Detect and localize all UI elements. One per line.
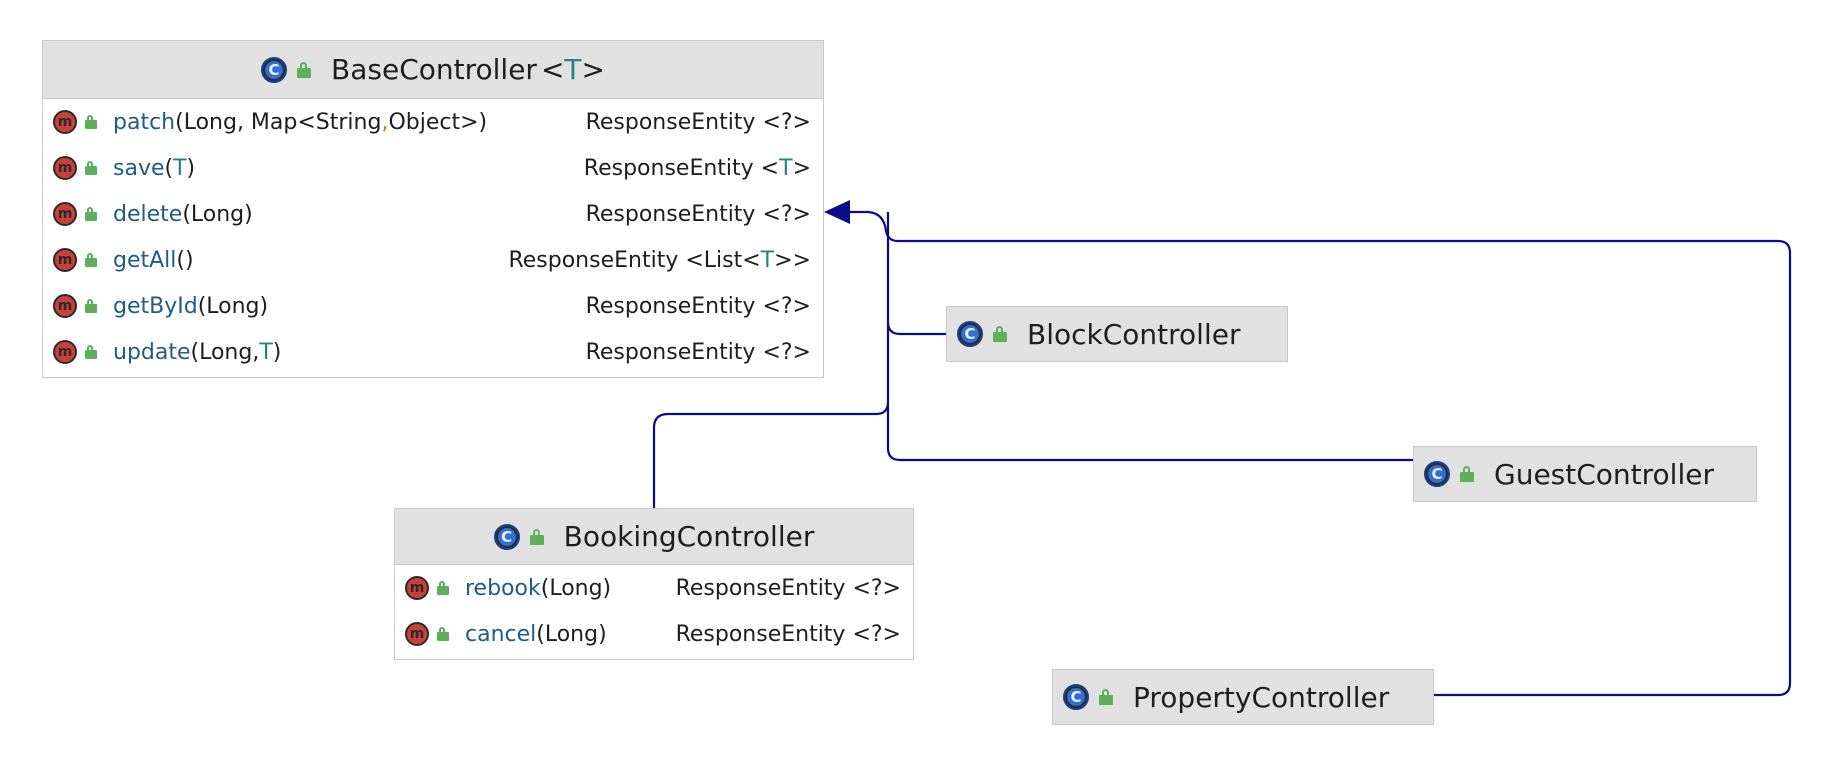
method-return-type: ResponseEntity <?> [585, 339, 811, 365]
method-row-patch[interactable]: m patch(Long, Map<String, Object>) Respo… [43, 99, 823, 145]
method-name: cancel [465, 621, 537, 647]
class-header-guest-controller: C GuestController [1414, 447, 1756, 501]
class-box-base-controller[interactable]: C BaseController<T> m patch(Long, Map<St… [42, 40, 824, 378]
method-params: (Long) [197, 293, 269, 319]
method-row-getall[interactable]: m getAll () ResponseEntity <List<T>> [43, 237, 823, 283]
lock-icon [437, 581, 449, 595]
class-header-block-controller: C BlockController [947, 307, 1287, 361]
lock-icon [1460, 466, 1474, 482]
method-params-close: ) [186, 155, 196, 181]
method-return-type: ResponseEntity <List<T>> [508, 247, 811, 273]
method-return-type: ResponseEntity <?> [585, 109, 811, 135]
method-params: (Long, Map<String [175, 109, 382, 135]
method-name: getAll [113, 247, 177, 273]
class-icon: C [1424, 461, 1450, 487]
method-row-getbyid[interactable]: m getById(Long) ResponseEntity <?> [43, 283, 823, 329]
edge-property-to-base [850, 210, 1792, 697]
method-icon: m [53, 156, 77, 180]
lock-icon [85, 115, 97, 129]
class-box-booking-controller[interactable]: C BookingController m rebook(Long) Respo… [394, 508, 914, 660]
class-name: BaseController [331, 53, 537, 86]
inheritance-arrowhead [824, 200, 850, 224]
method-params-rest: Object>) [388, 109, 488, 135]
class-header-booking-controller: C BookingController [395, 509, 913, 565]
method-params: (Long) [540, 575, 612, 601]
class-name: GuestController [1494, 457, 1714, 491]
class-name: PropertyController [1133, 680, 1390, 714]
method-params: ( [164, 155, 174, 181]
method-params: (Long) [536, 621, 607, 647]
method-icon: m [53, 248, 77, 272]
lock-icon [1099, 689, 1113, 705]
method-params: () [176, 247, 194, 273]
method-param-type: T [259, 339, 273, 365]
method-params: (Long, [190, 339, 260, 365]
method-icon: m [405, 576, 429, 600]
generic-param: T [564, 53, 582, 86]
method-name: patch [113, 109, 176, 135]
lock-icon [85, 207, 97, 221]
class-name: BookingController [563, 520, 815, 553]
method-row-rebook[interactable]: m rebook(Long) ResponseEntity <?> [395, 565, 913, 611]
class-icon: C [957, 321, 983, 347]
method-icon: m [53, 294, 77, 318]
class-box-guest-controller[interactable]: C GuestController [1413, 446, 1757, 502]
method-row-cancel[interactable]: m cancel(Long) ResponseEntity <?> [395, 611, 913, 657]
method-name: rebook [465, 575, 541, 601]
class-box-block-controller[interactable]: C BlockController [946, 306, 1288, 362]
class-icon: C [1063, 684, 1089, 710]
generic-open: < [540, 53, 565, 86]
method-icon: m [53, 340, 77, 364]
edge-block-to-base [886, 321, 946, 336]
method-icon: m [53, 110, 77, 134]
method-icon: m [405, 622, 429, 646]
method-row-save[interactable]: m save(T) ResponseEntity <T> [43, 145, 823, 191]
method-params-comma: , [381, 109, 389, 135]
lock-icon [993, 326, 1007, 342]
class-icon: C [493, 523, 520, 550]
method-return-type: ResponseEntity <?> [675, 621, 901, 647]
method-param-type: T [173, 155, 187, 181]
lock-icon [85, 253, 97, 267]
method-name: update [113, 339, 191, 365]
class-box-property-controller[interactable]: C PropertyController [1052, 669, 1434, 725]
edge-booking-to-base [652, 401, 890, 508]
lock-icon [437, 627, 449, 641]
method-params-close: ) [272, 339, 282, 365]
method-row-delete[interactable]: m delete (Long) ResponseEntity <?> [43, 191, 823, 237]
class-name: BlockController [1027, 317, 1241, 351]
method-name: delete [113, 201, 183, 227]
class-header-base-controller: C BaseController<T> [43, 41, 823, 99]
lock-icon [85, 345, 97, 359]
method-return-type: ResponseEntity <?> [585, 293, 811, 319]
lock-icon [85, 299, 97, 313]
method-return-type: ResponseEntity <T> [583, 155, 811, 181]
class-header-property-controller: C PropertyController [1053, 670, 1433, 724]
method-return-type: ResponseEntity <?> [675, 575, 901, 601]
method-name: getById [113, 293, 198, 319]
generic-close: > [581, 53, 605, 86]
method-name: save [113, 155, 165, 181]
method-row-update[interactable]: m update (Long, T) ResponseEntity <?> [43, 329, 823, 375]
method-params: (Long) [182, 201, 253, 227]
class-icon: C [261, 56, 288, 83]
method-icon: m [53, 202, 77, 226]
lock-icon [529, 529, 544, 545]
lock-icon [297, 62, 312, 78]
lock-icon [85, 161, 97, 175]
method-return-type: ResponseEntity <?> [585, 201, 811, 227]
edge-guest-to-base [886, 447, 1413, 462]
